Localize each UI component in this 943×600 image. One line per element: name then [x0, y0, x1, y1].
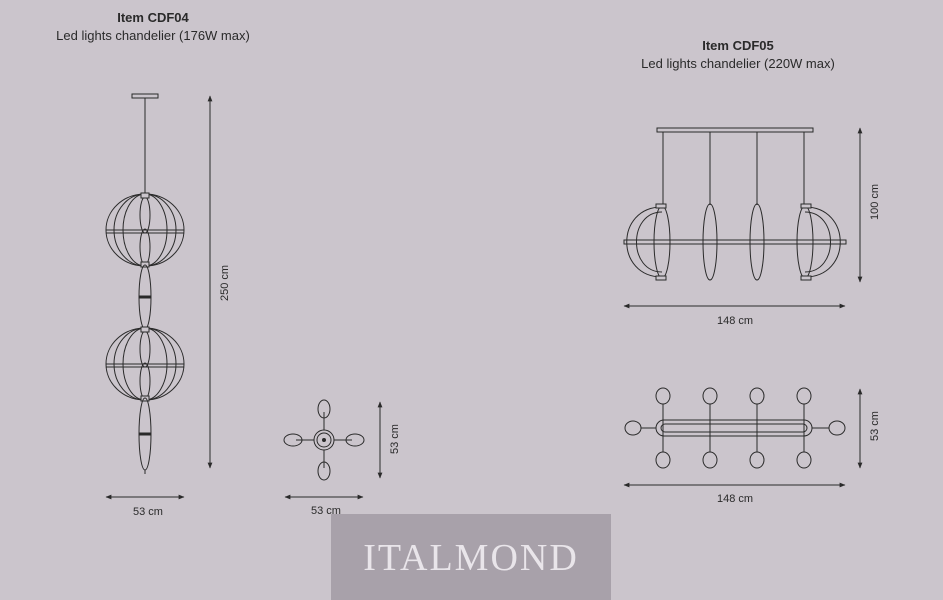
- brand-watermark-text: ITALMOND: [363, 537, 579, 579]
- cdf04-height-label: 250 cm: [219, 264, 231, 302]
- cdf05-height-label: 100 cm: [869, 183, 881, 221]
- cdf05-width-label: 148 cm: [716, 315, 754, 327]
- cdf04-top-view: [283, 399, 365, 481]
- cdf05-top-width-label: 148 cm: [716, 493, 754, 505]
- cdf04-width-label: 53 cm: [133, 506, 163, 518]
- cdf04-lower-cage: [105, 326, 185, 402]
- cdf04-subtitle: Led lights chandelier (176W max): [56, 28, 250, 43]
- cdf05-title: Item CDF05: [702, 38, 774, 53]
- cdf05-right-cage: [796, 203, 841, 281]
- cdf04-top-depth-label: 53 cm: [389, 424, 401, 454]
- cdf05-top-depth-label: 53 cm: [869, 411, 881, 441]
- cdf04-side-view: [105, 93, 185, 474]
- cdf05-top-view: [624, 387, 846, 469]
- cdf05-subtitle: Led lights chandelier (220W max): [641, 56, 835, 71]
- brand-watermark: ITALMOND: [331, 514, 611, 600]
- cdf05-front-view: [623, 127, 847, 281]
- cdf04-upper-cage: [105, 192, 185, 268]
- cdf04-title: Item CDF04: [117, 10, 189, 25]
- cdf05-left-cage: [626, 203, 671, 281]
